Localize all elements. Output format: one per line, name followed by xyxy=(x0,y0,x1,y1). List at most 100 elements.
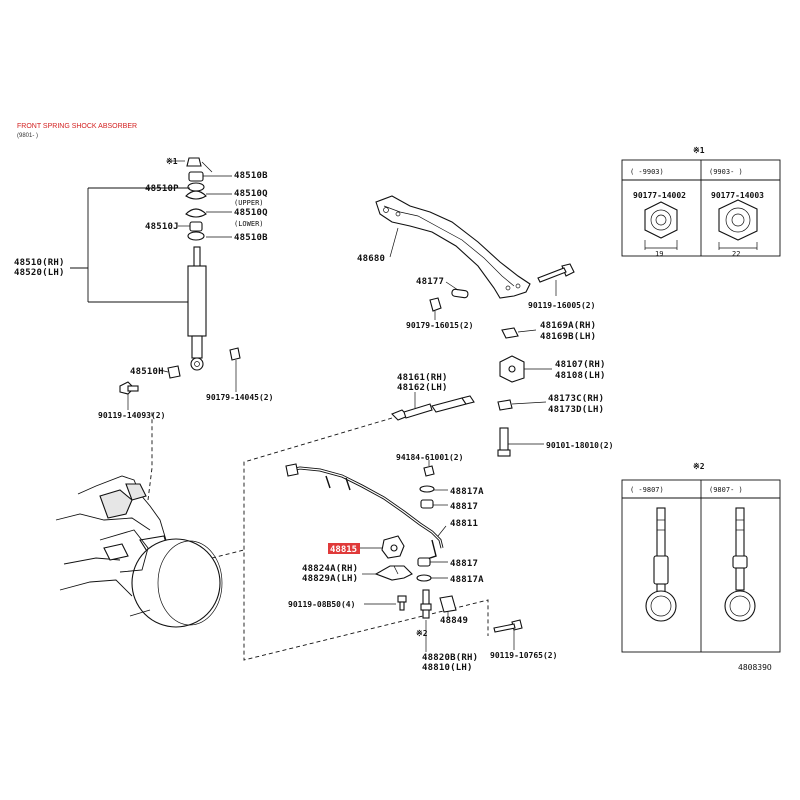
shock-body-icon xyxy=(187,265,207,337)
piston-rod-icon xyxy=(193,246,201,268)
callout-48817A-top: 48817A xyxy=(450,487,484,497)
crossmember-icon xyxy=(375,195,531,299)
shock-lower-tube-icon xyxy=(191,335,203,359)
figure-id: 480839O xyxy=(738,663,772,672)
callout-48161: 48161(RH) xyxy=(397,373,448,383)
callout-48849: 48849 xyxy=(440,616,468,626)
callout-48817-bottom: 48817 xyxy=(450,559,478,569)
callout-48817A-bottom: 48817A xyxy=(450,575,484,585)
callout-48510Q-lower-note: (LOWER) xyxy=(234,220,264,228)
callout-48510Q-upper-note: (UPPER) xyxy=(234,199,264,207)
table2-col2-range: (9807- ) xyxy=(709,486,743,494)
stabilizer-bar-group xyxy=(285,460,523,652)
callout-48817-top: 48817 xyxy=(450,502,478,512)
nut-22mm-icon xyxy=(718,199,758,250)
callout-90101-18010: 90101-18010(2) xyxy=(546,441,613,450)
table2-mark: ※2 xyxy=(693,462,705,471)
callout-48824A: 48824A(RH) xyxy=(302,564,358,574)
washer-icon xyxy=(188,171,204,182)
table1-col2-range: (9903- ) xyxy=(709,168,743,176)
bushing-icon xyxy=(187,182,205,192)
lower-eye-icon xyxy=(190,357,204,371)
callout-48510B-mid: 48510B xyxy=(234,233,268,243)
cushion-lower-icon xyxy=(185,208,207,218)
bolt-icon xyxy=(119,381,139,395)
table1-col2-size: 22 xyxy=(732,250,740,258)
stabilizer-link-early-icon xyxy=(645,507,677,622)
diagram-subtitle: (9801- ) xyxy=(17,133,38,139)
diagram-title: FRONT SPRING SHOCK ABSORBER xyxy=(17,123,137,130)
callout-48510H: 48510H xyxy=(130,367,164,377)
callout-90119-14093: 90119-14093(2) xyxy=(98,411,165,420)
callout-90119-16005: 90119-16005(2) xyxy=(528,301,595,310)
callout-48815: 48815 xyxy=(330,545,357,555)
callout-48169A: 48169A(RH) xyxy=(540,321,596,331)
variant-table-1: ※1 ( -9903) (9903- ) 90177-14002 90177-1… xyxy=(621,146,781,258)
bolt-icon xyxy=(397,595,407,611)
washer-icon xyxy=(416,574,432,582)
callout-48811: 48811 xyxy=(450,519,478,529)
bolt-icon xyxy=(537,263,575,283)
note-mark-1: ※1 xyxy=(166,157,178,166)
nut-icon xyxy=(229,347,241,361)
nut-icon xyxy=(429,297,442,312)
variant-table-2: ※2 ( -9807) (9807- ) xyxy=(621,462,781,653)
callout-90119-10765: 90119-10765(2) xyxy=(490,651,557,660)
callout-48680: 48680 xyxy=(357,254,385,264)
callout-94184-61001: 94184-61001(2) xyxy=(396,453,463,462)
callout-48829A: 48829A(LH) xyxy=(302,574,358,584)
cushion-upper-icon xyxy=(185,190,207,200)
bracket-icon xyxy=(501,327,519,339)
table1-mark: ※1 xyxy=(693,146,705,155)
callout-48810: 48810(LH) xyxy=(422,663,473,673)
callout-48510P: 48510P xyxy=(145,184,179,194)
nut-icon xyxy=(186,157,202,167)
stabilizer-link-late-icon xyxy=(724,507,756,622)
cushion-icon xyxy=(417,557,431,567)
callout-90119-08B50: 90119-08B50(4) xyxy=(288,600,355,609)
washer-icon xyxy=(419,485,435,493)
table1-col1-part: 90177-14002 xyxy=(633,191,686,200)
callout-48169B: 48169B(LH) xyxy=(540,332,596,342)
shock-absorber-group xyxy=(70,157,241,410)
stabilizer-bushing-icon xyxy=(381,535,405,559)
bolt-icon xyxy=(497,427,511,457)
callout-48510J: 48510J xyxy=(145,222,179,232)
torsion-bar-group xyxy=(243,392,489,661)
bushing-bracket-icon xyxy=(374,565,413,581)
table1-col1-range: ( -9903) xyxy=(630,168,664,176)
nut-19mm-icon xyxy=(644,201,678,250)
callout-48177: 48177 xyxy=(416,277,444,287)
bushing-icon xyxy=(439,595,457,613)
table1-col1-size: 19 xyxy=(655,250,663,258)
callout-90179-14045: 90179-14045(2) xyxy=(206,393,273,402)
callout-90179-16015: 90179-16015(2) xyxy=(406,321,473,330)
callout-48162: 48162(LH) xyxy=(397,383,448,393)
callout-48108: 48108(LH) xyxy=(555,371,606,381)
table2-col1-range: ( -9807) xyxy=(630,486,664,494)
callout-48520-lh: 48520(LH) xyxy=(14,268,65,278)
pin-icon xyxy=(451,288,469,299)
crossmember-group xyxy=(375,195,575,457)
washer-icon xyxy=(187,231,205,241)
callout-48510-rh: 48510(RH) xyxy=(14,258,65,268)
table1-col2-part: 90177-14003 xyxy=(711,191,764,200)
bolt-icon xyxy=(493,619,523,633)
note-mark-2: ※2 xyxy=(416,629,428,638)
callout-48510Q-lower: 48510Q xyxy=(234,208,268,218)
callout-48173C: 48173C(RH) xyxy=(548,394,604,404)
retainer-icon xyxy=(189,221,203,232)
stabilizer-link-icon xyxy=(420,589,432,619)
callout-48173D: 48173D(LH) xyxy=(548,405,604,415)
bushing-icon xyxy=(167,365,181,379)
nut-icon xyxy=(423,465,435,477)
cushion-icon xyxy=(420,499,434,509)
callout-48510B-top: 48510B xyxy=(234,171,268,181)
stabilizer-support-icon xyxy=(499,355,525,383)
highlight-48815[interactable] xyxy=(328,543,360,554)
vehicle-suspension-illustration xyxy=(55,412,245,628)
callout-48820B: 48820B(RH) xyxy=(422,653,478,663)
plate-icon xyxy=(497,399,513,411)
callout-48510Q-upper: 48510Q xyxy=(234,189,268,199)
